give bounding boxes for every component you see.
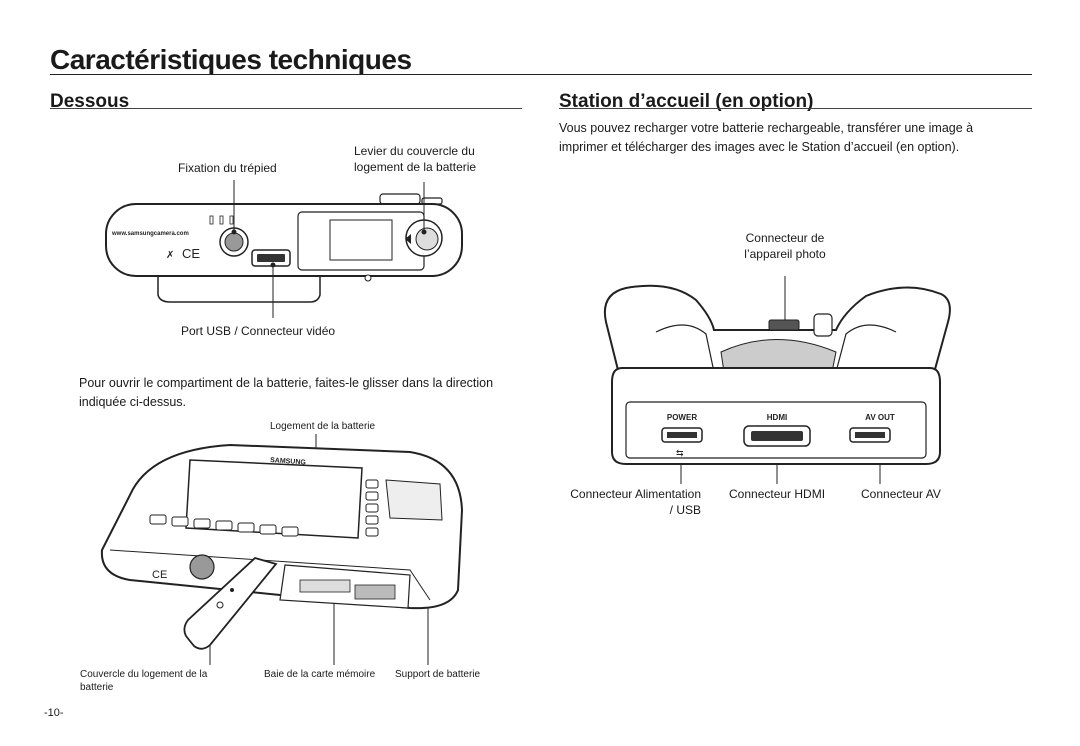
label-battery-support: Support de batterie: [395, 669, 481, 680]
label-camera-connector: Connecteur de l’appareil photo: [735, 230, 835, 262]
label-battery-cover: Couvercle du logement de la batterie: [80, 668, 207, 694]
section-heading-dock: Station d’accueil (en option): [559, 91, 814, 112]
camera-bottom-illustration: www.samsungcamera.com ✗ CE: [105, 193, 463, 303]
section-divider-right: [559, 108, 1032, 109]
label-battery-lever: Levier du couvercle du logement de la ba…: [354, 143, 476, 175]
label-hdmi-connector: Connecteur HDMI: [729, 487, 826, 501]
svg-text:CE: CE: [152, 569, 167, 581]
section-divider-left: [50, 108, 522, 109]
camera-brand-text: SAMSUNG: [270, 457, 307, 467]
section-heading-dessous: Dessous: [50, 91, 130, 112]
label-tripod-mount: Fixation du trépied: [178, 161, 277, 175]
dock-description-line2: imprimer et télécharger des images avec …: [559, 140, 960, 154]
svg-text:✗: ✗: [166, 250, 174, 261]
label-av-connector: Connecteur AV: [861, 487, 941, 501]
label-camera-connector-line1: Connecteur de: [745, 231, 825, 245]
camera-open-battery-illustration: SAMSUNG CE: [100, 443, 464, 650]
label-battery-cover-line2: batterie: [80, 682, 114, 693]
battery-instruction-paragraph: Pour ouvrir le compartiment de la batter…: [79, 374, 519, 412]
svg-text:CE: CE: [182, 246, 200, 261]
page-number: -10-: [44, 707, 64, 719]
label-power-connector-line1: Connecteur Alimentation: [570, 487, 701, 501]
label-power-connector: Connecteur Alimentation / USB: [555, 486, 701, 518]
battery-instruction-line2: indiquée ci-dessus.: [79, 395, 187, 409]
label-battery-lever-line2: logement de la batterie: [354, 160, 477, 174]
dock-description-line1: Vous pouvez recharger votre batterie rec…: [559, 121, 974, 135]
svg-text:⇆: ⇆: [676, 448, 684, 458]
dock-port-label-hdmi: HDMI: [767, 413, 787, 422]
label-usb-port: Port USB / Connecteur vidéo: [181, 324, 336, 338]
title-divider: [50, 74, 1032, 75]
label-battery-cover-line1: Couvercle du logement de la: [80, 669, 208, 680]
label-camera-connector-line2: l’appareil photo: [744, 247, 826, 261]
dock-port-label-av: AV OUT: [865, 413, 895, 422]
camera-website-text: www.samsungcamera.com: [111, 231, 189, 237]
dock-port-label-power: POWER: [667, 413, 697, 422]
label-power-connector-line2: / USB: [669, 503, 701, 517]
label-battery-slot: Logement de la batterie: [270, 421, 376, 432]
dock-illustration: POWER HDMI AV OUT ⇆: [604, 284, 951, 465]
label-memory-card-bay: Baie de la carte mémoire: [264, 669, 376, 680]
page-title: Caractéristiques techniques: [50, 44, 412, 75]
battery-instruction-line1: Pour ouvrir le compartiment de la batter…: [79, 376, 494, 390]
dock-description-paragraph: Vous pouvez recharger votre batterie rec…: [559, 119, 1029, 157]
label-battery-lever-line1: Levier du couvercle du: [354, 144, 475, 158]
